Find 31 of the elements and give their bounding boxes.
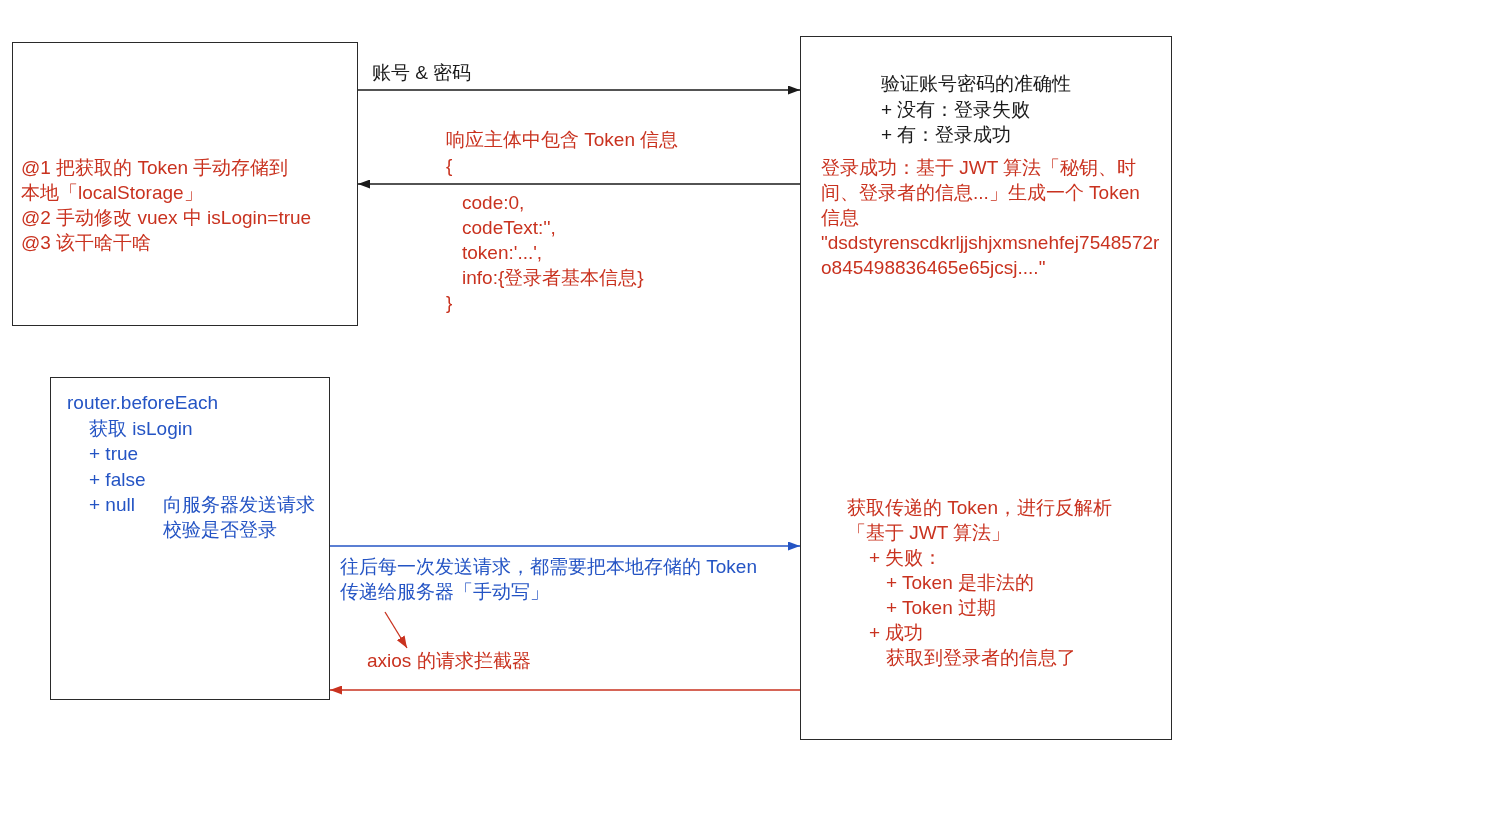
note-text: 登录成功：基于 JWT 算法「秘钥、时间、登录者的信息...」生成一个 Token 信息	[821, 156, 1141, 230]
list-item: + Token 是非法的	[886, 571, 1034, 595]
process-box	[50, 377, 330, 700]
arrow	[357, 179, 801, 189]
process-box	[800, 36, 1172, 740]
token-text: "dsdstyrenscdkrljjshjxmsnehfej7548572ro845498836465e65jcsj...."	[821, 231, 1161, 280]
edge-label: 响应主体中包含 Token 信息	[446, 127, 679, 152]
heading-text: 验证账号密码的准确性	[881, 72, 1071, 96]
note-text: 向服务器发送请求校验是否登录	[163, 493, 316, 542]
list-item: 获取到登录者的信息了	[886, 646, 1076, 670]
edge-label: 账号 & 密码	[372, 60, 472, 85]
note-text: axios 的请求拦截器	[367, 649, 531, 673]
arrow	[329, 541, 801, 551]
list-item: + null	[89, 493, 135, 517]
list-item: + false	[89, 468, 146, 492]
arrow	[384, 611, 408, 649]
process-box	[12, 42, 358, 326]
list-item: + Token 过期	[886, 596, 996, 620]
list-item: + 没有：登录失败	[881, 98, 1031, 122]
arrow	[357, 85, 801, 95]
list-item: + 成功	[869, 621, 924, 645]
list-item: + 失败：	[869, 546, 943, 570]
note-text: 获取传递的 Token，进行反解析「基于 JWT 算法」	[847, 496, 1113, 545]
arrow	[329, 685, 801, 695]
note-text: @3 该干啥干啥	[21, 231, 152, 255]
list-item: 获取 isLogin	[89, 417, 193, 441]
list-item: + 有：登录成功	[881, 123, 1012, 147]
heading-text: router.beforeEach	[67, 391, 219, 415]
note-text: @2 手动修改 vuex 中 isLogin=true	[21, 206, 312, 230]
note-text: @1 把获取的 Token 手动存储到本地「localStorage」	[21, 156, 290, 205]
list-item: + true	[89, 442, 139, 466]
